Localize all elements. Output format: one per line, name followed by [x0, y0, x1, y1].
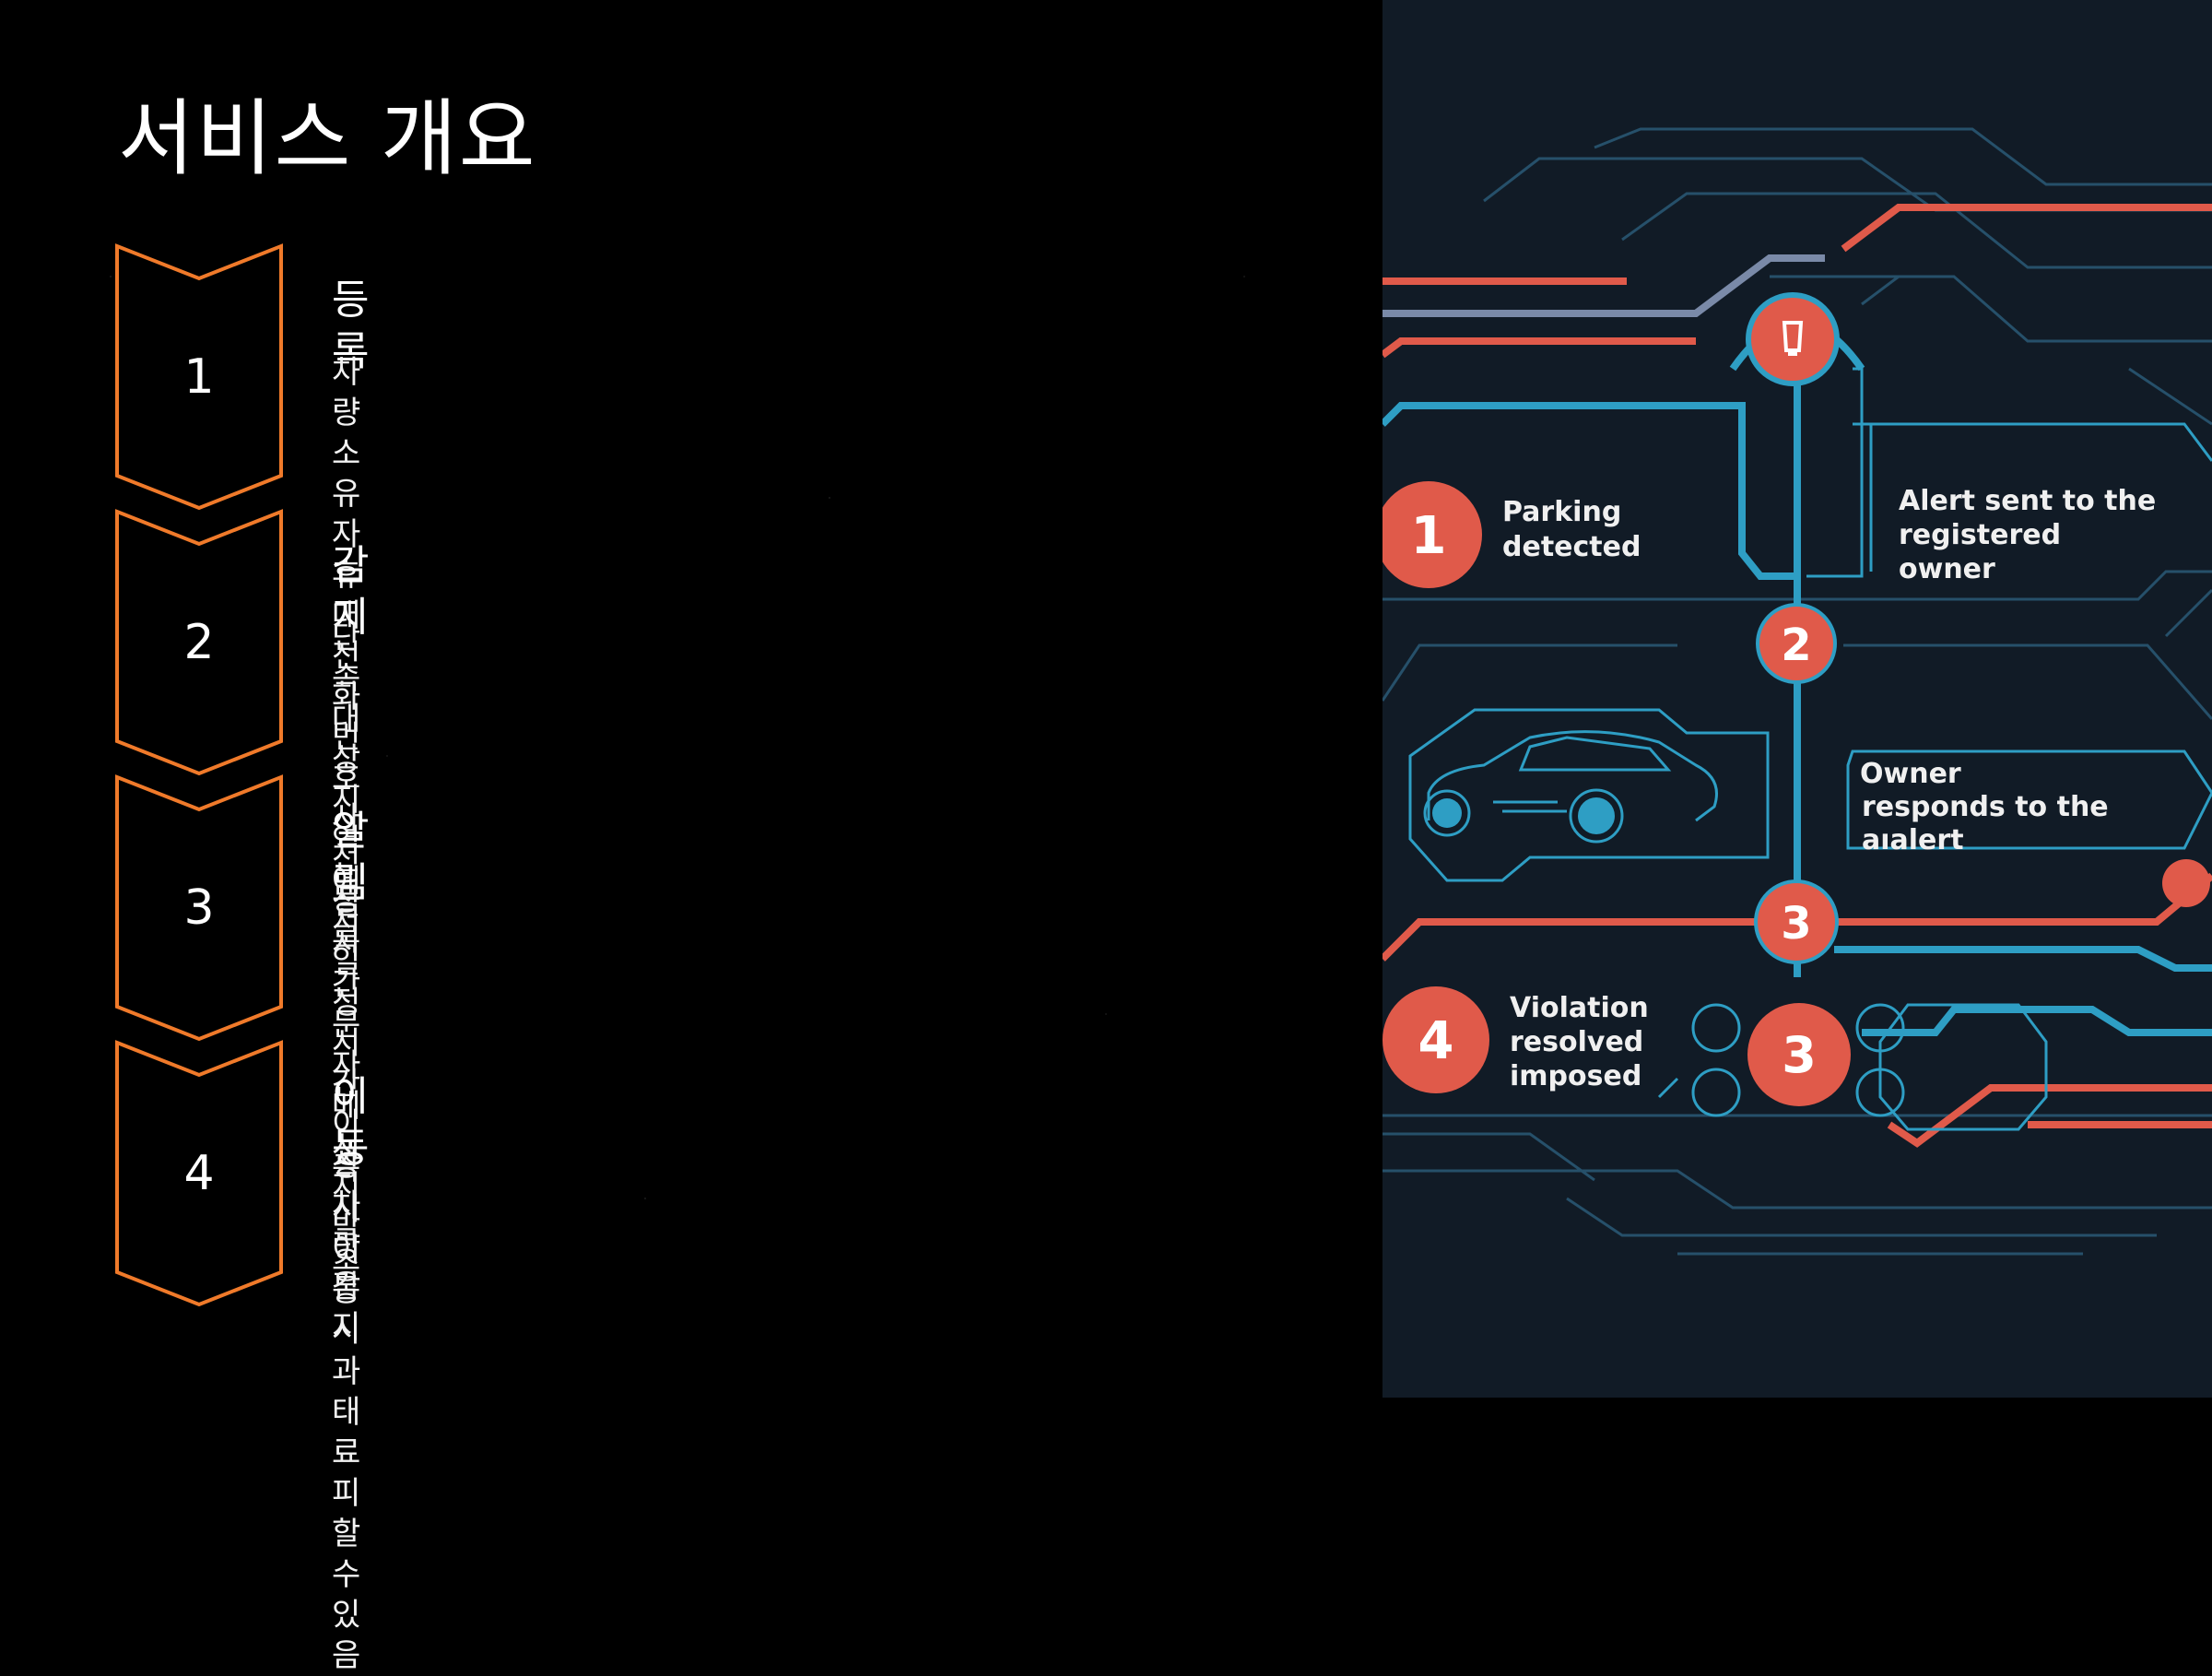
node-3-number: 3 — [1781, 898, 1811, 950]
violation-label-line1: Violation — [1510, 992, 1649, 1024]
step-title-2: 감지 — [332, 542, 370, 641]
chevron-icon — [115, 774, 283, 1042]
step-title-3: 알림 — [332, 808, 370, 906]
violation-label-line2: resolved — [1510, 1026, 1644, 1058]
step-number: 2 — [183, 615, 215, 670]
owner-label-line1: Owner — [1860, 758, 1961, 790]
step-chevron-2: 2 — [114, 509, 284, 776]
node-4 — [1382, 986, 1489, 1093]
page-title: 서비스 개요 — [118, 90, 537, 187]
alert-node — [1746, 292, 1840, 386]
chevron-icon — [115, 243, 283, 511]
circuit-illustration: 1 2 3 4 3 Parking detected Alert sent to… — [1382, 0, 2212, 1398]
step-desc-2: 단속 대상 지역에서 일정 시간 이상 차량 감지 — [332, 620, 361, 1346]
chevron-icon — [115, 509, 283, 776]
left-panel: 서비스 개요 1 등록 차량 소유자 휴대전화 번호 사전 등록 2 감지 단속… — [0, 0, 1382, 1674]
circuit-diagram: 1 2 3 4 3 — [1382, 127, 2212, 1256]
node-4-number: 4 — [1418, 1011, 1454, 1071]
edge-node — [2162, 859, 2210, 907]
step-chevron-3: 3 — [114, 774, 284, 1042]
node-3 — [1754, 879, 1839, 964]
node-2 — [1756, 603, 1837, 684]
alert-label-line3: owner — [1899, 553, 1995, 585]
step-chevron-1: 1 — [114, 243, 284, 511]
step-chevron-4: 4 — [114, 1040, 284, 1307]
step-number: 1 — [183, 349, 215, 405]
step-number: 3 — [183, 880, 215, 936]
step-desc-1: 차량 소유자 휴대전화 번호 사전 등록 — [332, 354, 361, 959]
step-desc-4: 즉시 이동 시 과태료 피할 수 있음 — [332, 1151, 361, 1674]
step-title-1: 등록 — [332, 277, 370, 375]
step-number: 4 — [183, 1146, 215, 1201]
node-2-number: 2 — [1781, 620, 1811, 671]
step-desc-3: 실시간 문자 메시지 발송 — [332, 885, 361, 1287]
node-3b-number: 3 — [1782, 1026, 1817, 1084]
node-1-number: 1 — [1411, 506, 1447, 566]
owner-label-line2: responds to the aıalert — [1862, 791, 2109, 856]
step-title-4: 이동 — [332, 1073, 370, 1172]
phone-icon — [1782, 321, 1804, 356]
node-3-bottom — [1747, 1003, 1851, 1106]
parking-label-line1: Parking — [1502, 496, 1622, 528]
parking-label-line2: detected — [1502, 531, 1641, 563]
violation-label-line3: imposed — [1510, 1060, 1642, 1092]
alert-label-line1: Alert sent to the — [1899, 485, 2157, 517]
car-icon — [1423, 730, 1718, 844]
node-1 — [1382, 481, 1482, 588]
alert-label-line2: registered — [1899, 519, 2062, 551]
chevron-icon — [115, 1040, 283, 1307]
